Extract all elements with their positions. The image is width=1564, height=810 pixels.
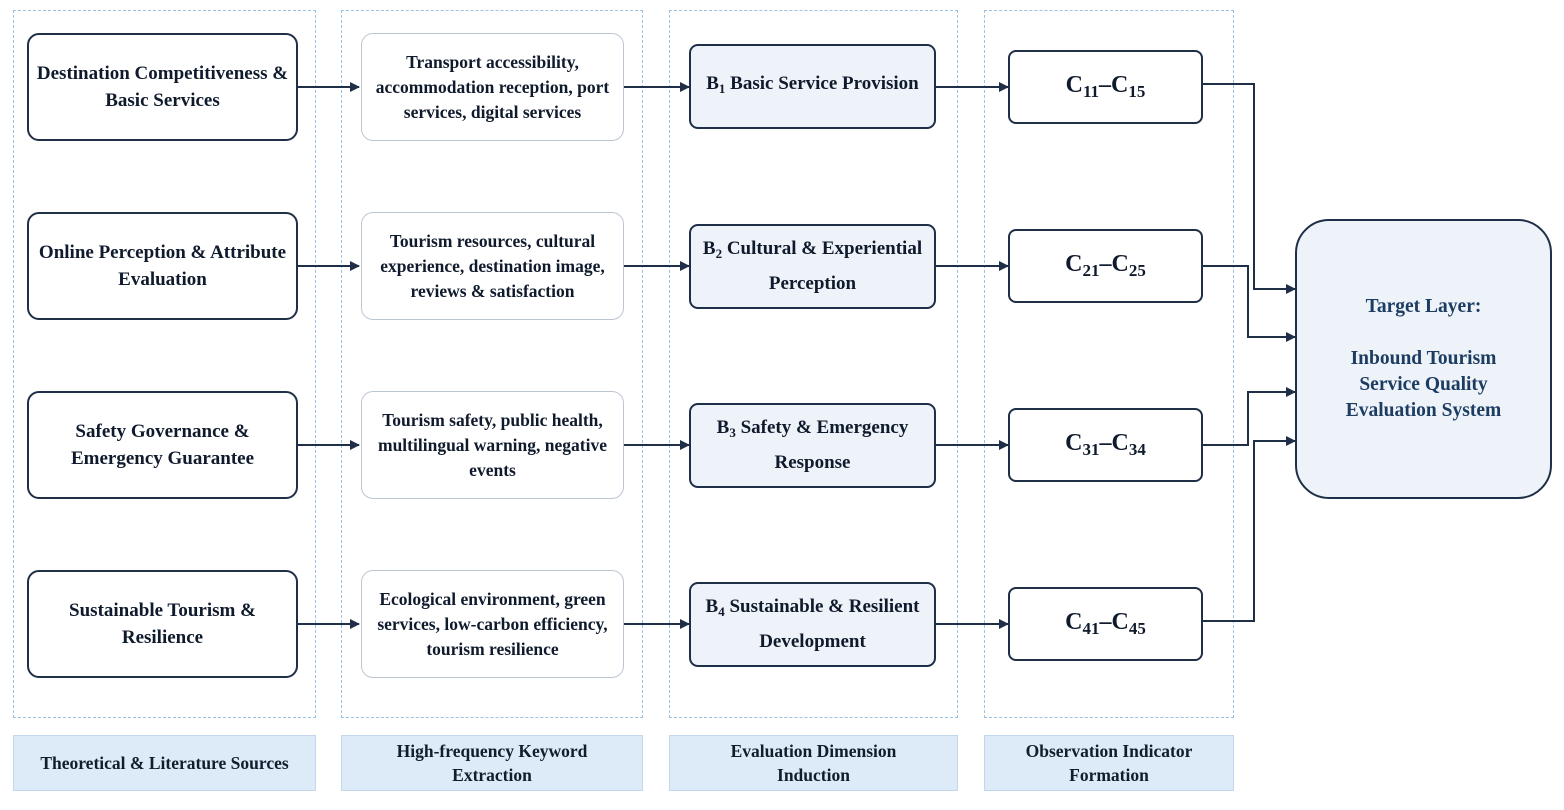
indicator-box-4: C41–C45 [1008, 587, 1203, 661]
source-box-3: Safety Governance & Emergency Guarantee [27, 391, 298, 499]
indicator-dash-4: – [1099, 609, 1112, 635]
target-layer-box: Target Layer: Inbound Tourism Service Qu… [1295, 219, 1552, 499]
dimension-box-4: B4 Sustainable & Resilient Development [689, 582, 936, 667]
indicator-letter2-1: C [1111, 72, 1129, 98]
arrow-indicator-2 [1203, 265, 1296, 342]
target-line-2: Service Quality [1359, 374, 1488, 395]
column-label-keywords: High-frequency Keyword Extraction [341, 735, 643, 791]
column-label-dimensions: Evaluation Dimension Induction [669, 735, 958, 791]
column-label-text-2: High-frequency Keyword Extraction [396, 741, 588, 785]
dimension-label-3: B3 Safety & Emergency Response [699, 413, 926, 478]
dimension-box-2: B2 Cultural & Experiential Perception [689, 224, 936, 309]
dimension-letter-4: B [705, 596, 719, 617]
indicator-from-1: 11 [1082, 82, 1100, 101]
column-frame-indicators [984, 10, 1234, 718]
keyword-box-4: Ecological environment, green services, … [361, 570, 624, 678]
dimension-letter-3: B [716, 417, 730, 438]
source-text-3: Safety Governance & Emergency Guarantee [70, 421, 255, 469]
source-box-1: Destination Competitiveness & Basic Serv… [27, 33, 298, 141]
indicator-letter2-3: C [1111, 430, 1129, 456]
column-frame-keywords [341, 10, 643, 718]
dimension-label-4: B4 Sustainable & Resilient Development [699, 592, 926, 657]
column-label-text-4: Observation Indicator Formation [1025, 741, 1193, 785]
source-box-4: Sustainable Tourism & Resilience [27, 570, 298, 678]
dimension-text-2: Cultural & Experiential Perception [726, 238, 923, 294]
dimension-letter-1: B [706, 73, 719, 94]
keyword-box-2: Tourism resources, cultural experience, … [361, 212, 624, 320]
column-label-text-1: Theoretical & Literature Sources [40, 753, 289, 773]
indicator-box-1: C11–C15 [1008, 50, 1203, 124]
column-label-indicators: Observation Indicator Formation [984, 735, 1234, 791]
indicator-label-4: C41–C45 [1065, 609, 1146, 639]
indicator-letter2-2: C [1111, 251, 1129, 277]
arrow-indicator-4 [1203, 436, 1296, 622]
arrow-indicator-3 [1203, 387, 1296, 446]
indicator-dash-1: – [1099, 72, 1112, 98]
arrow-indicator-1 [1203, 83, 1296, 294]
keyword-box-3: Tourism safety, public health, multiling… [361, 391, 624, 499]
dimension-sub-3: 3 [729, 425, 736, 440]
target-line-1: Inbound Tourism [1350, 348, 1497, 369]
column-frame-sources [13, 10, 316, 718]
indicator-dash-2: – [1099, 251, 1112, 277]
indicator-from-2: 21 [1082, 261, 1100, 280]
keyword-text-3: Tourism safety, public health, multiling… [378, 409, 607, 480]
indicator-label-2: C21–C25 [1065, 251, 1146, 281]
indicator-to-3: 34 [1128, 440, 1146, 459]
indicator-from-3: 31 [1082, 440, 1100, 459]
keyword-text-2: Tourism resources, cultural experience, … [380, 230, 605, 301]
dimension-sub-1: 1 [718, 81, 726, 96]
indicator-letter-4: C [1065, 609, 1083, 635]
indicator-from-4: 41 [1082, 619, 1100, 638]
indicator-label-1: C11–C15 [1066, 72, 1146, 102]
keyword-text-1: Transport accessibility, accommodation r… [375, 51, 610, 122]
target-line-3: Evaluation System [1345, 400, 1502, 421]
dimension-box-3: B3 Safety & Emergency Response [689, 403, 936, 488]
source-text-2: Online Perception & Attribute Evaluation [38, 242, 287, 290]
dimension-box-1: B1 Basic Service Provision [689, 44, 936, 129]
keyword-text-4: Ecological environment, green services, … [377, 588, 608, 659]
dimension-text-4: Sustainable & Resilient Development [729, 596, 920, 652]
indicator-box-3: C31–C34 [1008, 408, 1203, 482]
dimension-label-1: B1 Basic Service Provision [706, 69, 919, 104]
indicator-to-1: 15 [1128, 82, 1146, 101]
indicator-letter2-4: C [1111, 609, 1129, 635]
indicator-letter-1: C [1065, 72, 1083, 98]
keyword-box-1: Transport accessibility, accommodation r… [361, 33, 624, 141]
dimension-sub-2: 2 [715, 246, 723, 261]
target-heading: Target Layer: [1365, 296, 1482, 317]
indicator-letter-2: C [1065, 251, 1083, 277]
dimension-text-1: Basic Service Provision [730, 73, 919, 94]
source-text-4: Sustainable Tourism & Resilience [69, 600, 256, 648]
indicator-label-3: C31–C34 [1065, 430, 1146, 460]
indicator-to-2: 25 [1128, 261, 1146, 280]
indicator-dash-3: – [1099, 430, 1112, 456]
column-frame-dimensions [669, 10, 958, 718]
dimension-label-2: B2 Cultural & Experiential Perception [699, 234, 926, 299]
indicator-box-2: C21–C25 [1008, 229, 1203, 303]
source-text-1: Destination Competitiveness & Basic Serv… [36, 63, 289, 111]
column-label-text-3: Evaluation Dimension Induction [730, 741, 897, 785]
source-box-2: Online Perception & Attribute Evaluation [27, 212, 298, 320]
dimension-sub-4: 4 [718, 604, 725, 619]
dimension-text-3: Safety & Emergency Response [740, 417, 909, 473]
indicator-to-4: 45 [1128, 619, 1146, 638]
dimension-letter-2: B [702, 238, 716, 259]
indicator-letter-3: C [1065, 430, 1083, 456]
column-label-sources: Theoretical & Literature Sources [13, 735, 316, 791]
